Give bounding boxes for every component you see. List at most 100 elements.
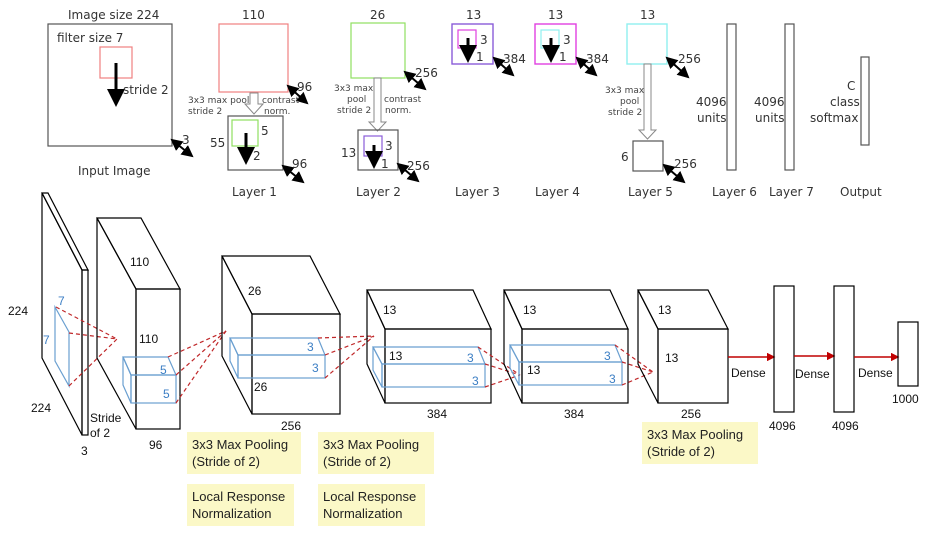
layer-caption: Output (840, 185, 882, 199)
top-input-image: Image size 224 filter size 7 stride 2 3 … (47, 8, 194, 178)
size-label: 110 (242, 8, 265, 22)
note-lrn2: Local Response Normalization (318, 484, 425, 526)
fc-bar (726, 23, 737, 171)
filter-label: 3 (385, 139, 393, 153)
pooled-size-label: 13 (341, 146, 356, 160)
receptive-field-line (175, 330, 227, 376)
norm-label: contrast (384, 95, 422, 105)
norm-label-2: norm. (385, 106, 411, 116)
dense-label-1: Dense (731, 366, 766, 380)
note-line: Local Response (192, 489, 286, 504)
conv1-kernel-side (122, 356, 132, 404)
class-label: class (830, 95, 860, 109)
input-front-face (81, 269, 89, 436)
pool-label-2: pool (620, 97, 639, 107)
layer-caption: Layer 1 (232, 185, 277, 199)
receptive-field-line (484, 363, 521, 376)
bottom-input-volume (41, 192, 118, 436)
note-line: Local Response (323, 489, 417, 504)
input-size-label: Image size 224 (68, 8, 159, 22)
input-kernel-h-label: 7 (58, 294, 65, 308)
top-layer-5: 13 256 3x3 max pool stride 2 6 256 Layer… (605, 8, 701, 199)
pooled-map (227, 115, 284, 171)
pool-label: 3x3 max pool (188, 96, 249, 106)
depth-arrow-icon (281, 164, 305, 184)
receptive-field-line (317, 335, 375, 339)
note-lrn1: Local Response Normalization (187, 484, 294, 526)
pooled-depth-label: 96 (292, 157, 307, 171)
layer-caption: Layer 6 (712, 185, 757, 199)
top-layer-6: 4096 units Layer 6 (696, 23, 757, 199)
conv5-top-face (637, 289, 729, 330)
conv3-kernel-front (381, 363, 486, 388)
conv2-kernel-w-label: 3 (312, 361, 319, 375)
top-layer-2: 26 256 3x3 max pool stride 2 contrast no… (334, 8, 438, 199)
receptive-field-line (324, 335, 375, 379)
dense-label-3: Dense (858, 366, 893, 380)
pooled-map (357, 129, 399, 171)
bottom-conv3-volume (366, 289, 521, 404)
note-line: 3x3 Max Pooling (323, 437, 420, 452)
feature-map (451, 23, 494, 65)
note-line: (Stride of 2) (192, 454, 260, 469)
conv5-depth-label: 256 (681, 407, 701, 421)
dense-layers: Dense 4096 Dense 4096 Dense 1000 (728, 285, 919, 433)
conv4-side-face (503, 289, 523, 404)
top-layer-7: 4096 units Layer 7 (754, 23, 814, 199)
conv2-kernel-h-label: 3 (307, 340, 314, 354)
receptive-field-line (324, 335, 375, 356)
softmax-label: softmax (810, 111, 858, 125)
fc6-bar (773, 285, 795, 413)
feature-map (534, 23, 577, 65)
input-top-face (41, 192, 89, 271)
pool-label: 3x3 max (334, 84, 374, 94)
conv4-front-face (521, 328, 629, 404)
fc-bar (784, 23, 795, 171)
stride-label: 1 (476, 50, 484, 64)
units-label: 4096 (754, 95, 785, 109)
dense-label-2: Dense (795, 367, 830, 381)
conv3-height-label: 13 (383, 303, 397, 317)
filter-label: 5 (261, 124, 269, 138)
depth-label: 3 (182, 133, 190, 147)
note-pool5: 3x3 Max Pooling (Stride of 2) (642, 422, 758, 464)
conv5-front-face (657, 328, 729, 404)
note-line: (Stride of 2) (323, 454, 391, 469)
note-pool1: 3x3 Max Pooling (Stride of 2) (187, 432, 301, 474)
stride-label-2: of 2 (90, 426, 110, 440)
filter-size-label: filter size 7 (57, 31, 123, 45)
input-kernel-w-label: 7 (43, 333, 50, 347)
pooled-size-label: 6 (621, 150, 629, 164)
bottom-conv4-volume (503, 289, 654, 404)
conv4-kernel-front (518, 361, 623, 386)
layer-caption: Layer 2 (356, 185, 401, 199)
depth-arrow-icon (286, 84, 309, 105)
feature-map (626, 23, 668, 65)
output-label: 1000 (892, 392, 919, 406)
depth-arrow-icon (170, 138, 194, 158)
depth-label: 256 (678, 52, 701, 66)
depth-arrow-icon (575, 56, 598, 77)
stride-label: 2 (253, 149, 261, 163)
pool-stride-label: stride 2 (188, 107, 222, 117)
fc6-label: 4096 (769, 419, 796, 433)
conv1-kernel-w-label: 5 (163, 387, 170, 401)
layer-caption: Layer 7 (769, 185, 814, 199)
stride-label: 1 (381, 157, 389, 171)
conv4-kernel-h-label: 3 (604, 349, 611, 363)
top-layer-4: 13 3 1 384 Layer 4 (534, 8, 609, 199)
note-line: 3x3 Max Pooling (192, 437, 289, 452)
note-line: Normalization (323, 506, 403, 521)
conv3-kernel-h-label: 3 (467, 351, 474, 365)
pool-arrow-icon (367, 77, 388, 132)
output-bar (897, 321, 919, 387)
depth-arrow-icon (403, 70, 427, 91)
layer-caption: Layer 4 (535, 185, 580, 199)
conv1-depth-label: 96 (149, 438, 163, 452)
depth-label: 256 (415, 66, 438, 80)
input-kernel (54, 304, 70, 389)
conv2-front-face (251, 313, 341, 415)
filter-label: 3 (480, 33, 488, 47)
pooled-depth-label: 256 (674, 157, 697, 171)
pool-stride-label: stride 2 (337, 106, 371, 116)
